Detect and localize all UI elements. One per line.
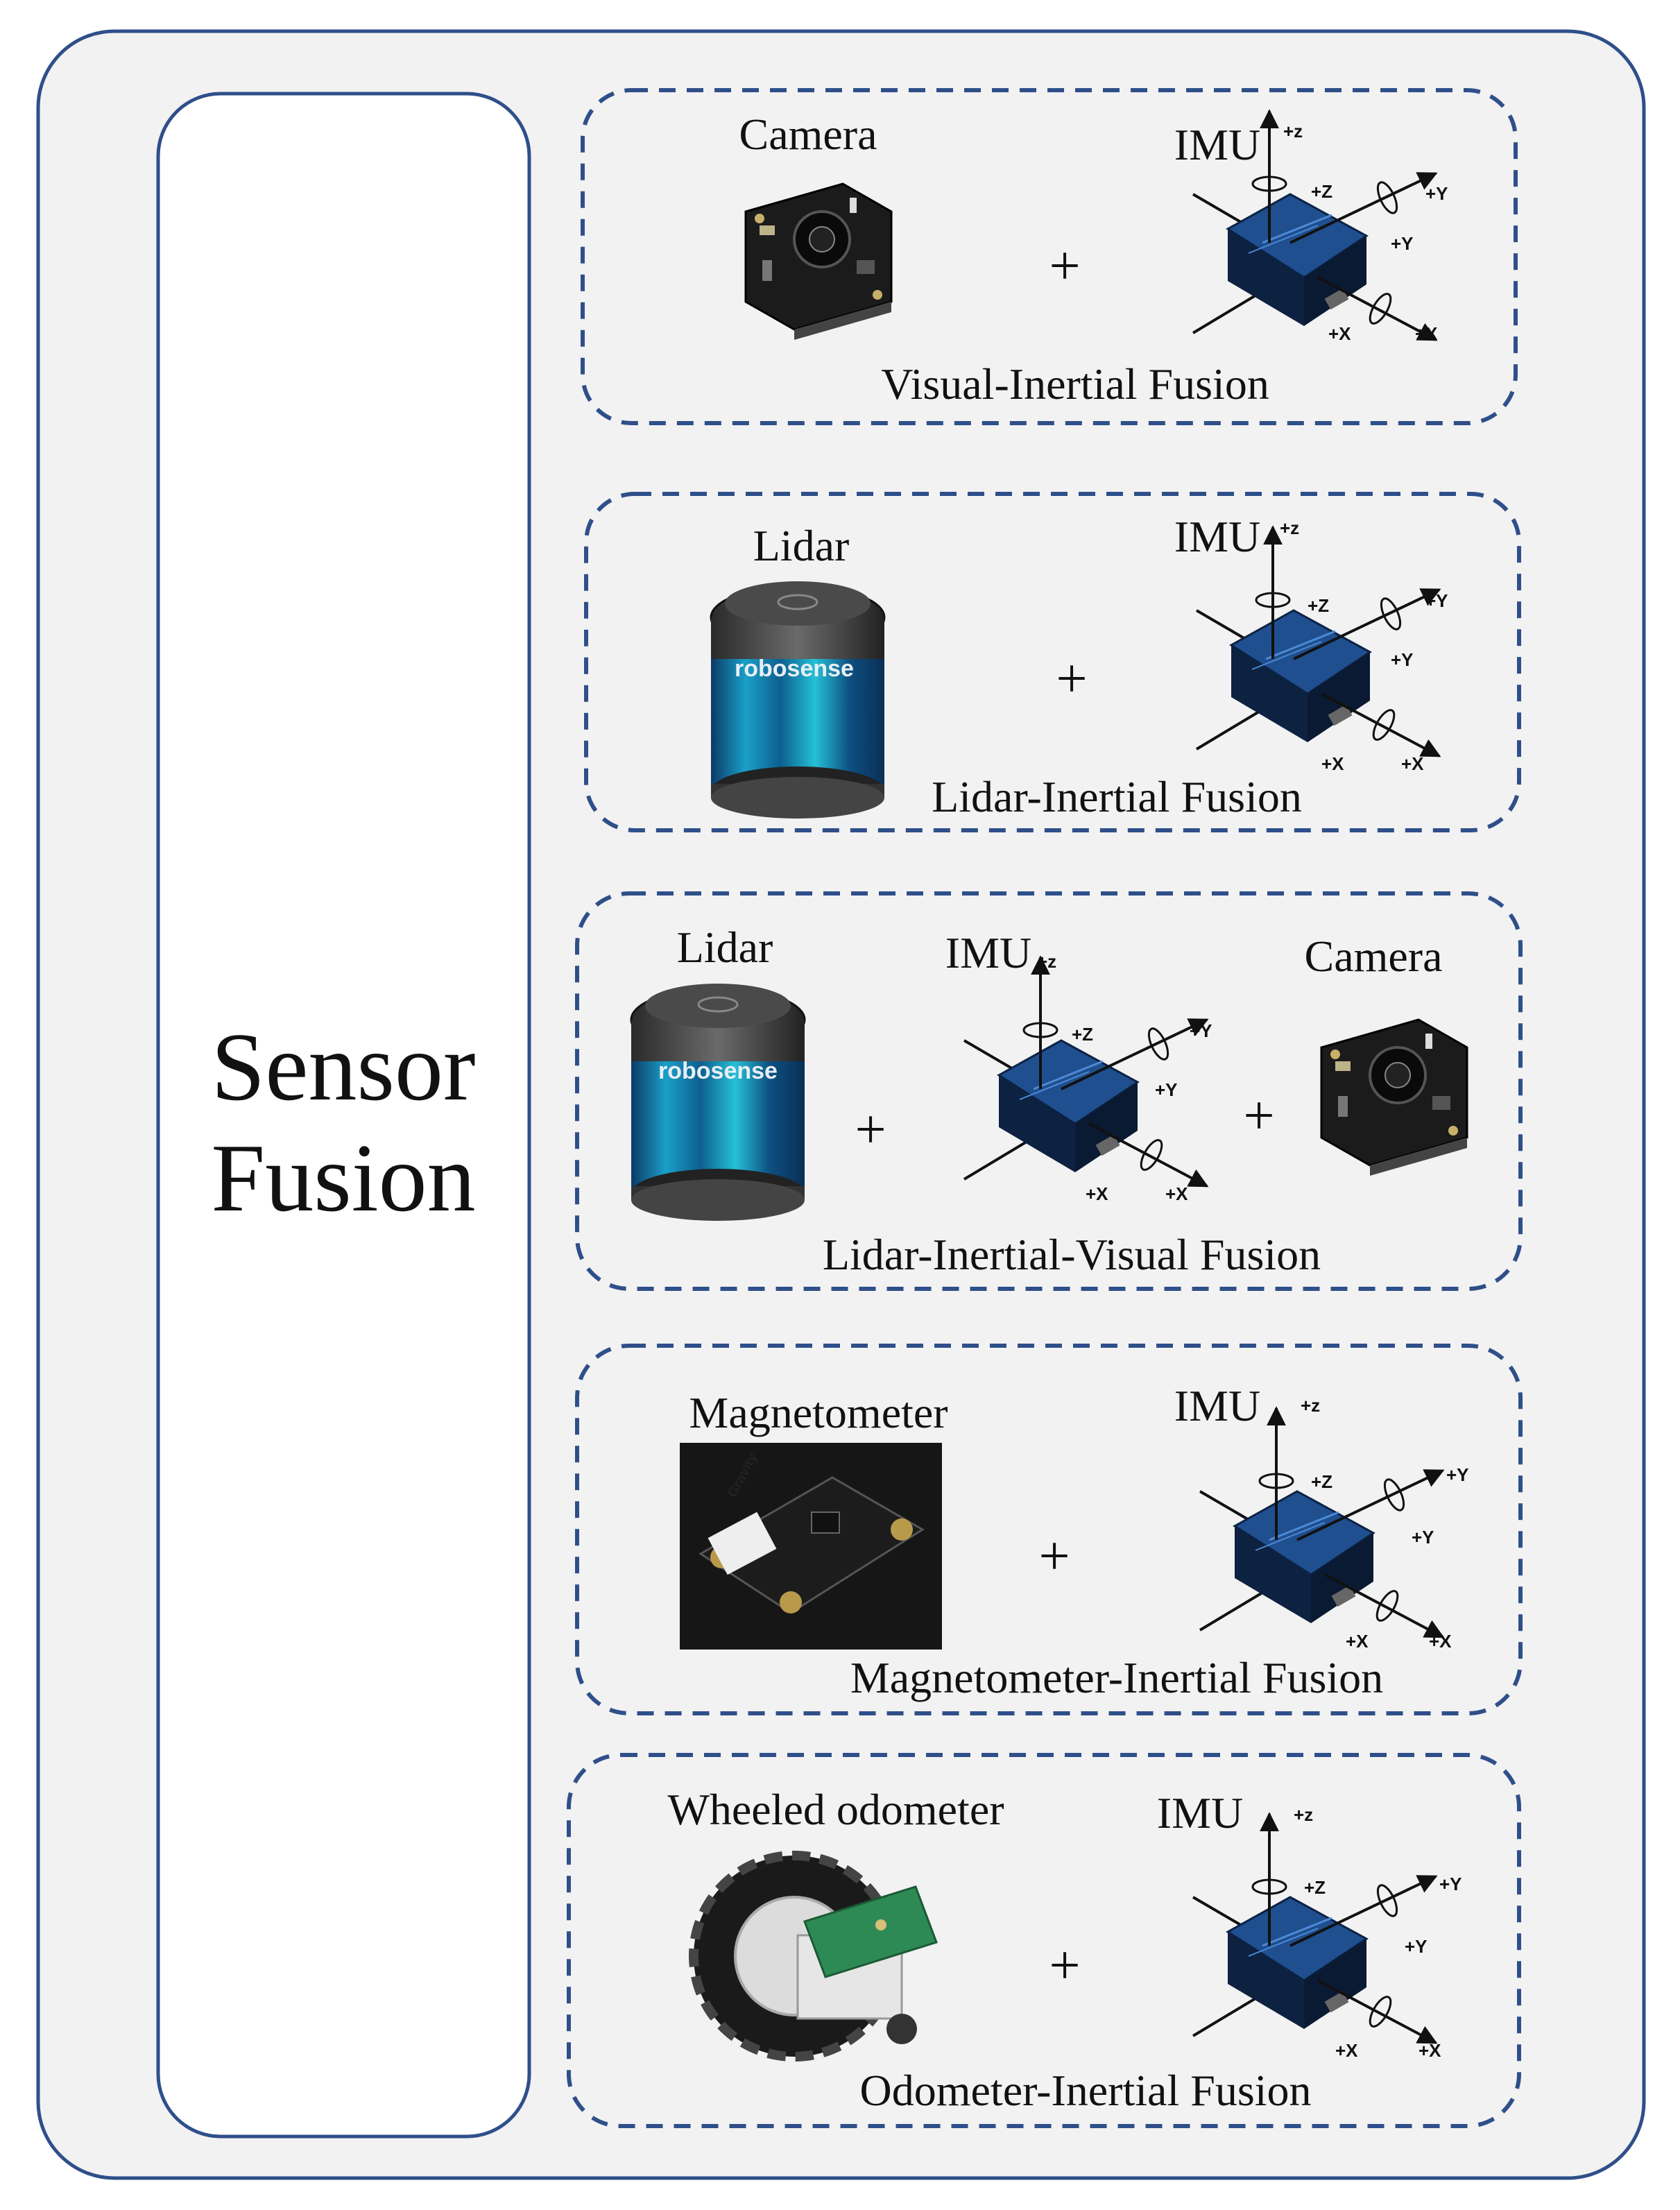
svg-text:+Y: +Y [1425,183,1448,204]
fusion-label: Lidar-Inertial-Visual Fusion [823,1230,1321,1279]
svg-text:+Y: +Y [1155,1079,1178,1100]
plus-sign: + [1049,236,1080,297]
svg-text:+X: +X [1415,323,1438,344]
lidar-icon [630,982,806,1222]
svg-text:+Z: +Z [1311,1471,1332,1492]
svg-text:+X: +X [1418,2040,1441,2061]
imu-label: IMU [1157,1788,1243,1838]
svg-text:+: + [1038,1526,1070,1587]
imu-label: IMU [945,928,1031,977]
wheeled-odometer-icon [689,1851,938,2062]
svg-text:+Y: +Y [1412,1527,1434,1548]
lidar-label: Lidar [753,521,850,570]
svg-text:+X: +X [1165,1183,1188,1204]
svg-text:+Y: +Y [1391,649,1414,670]
panel-magnetometer-inertial: Magnetometer Gravity + IMU +z +Z +Y +Y +… [575,1344,1523,1715]
panel-lidar-inertial: Lidar robosense + IMU +z +Z +Y +Y +X +X … [584,492,1521,832]
svg-text:+Z: +Z [1308,595,1329,616]
svg-text:+: + [855,1099,886,1160]
imu-label: IMU [1174,1381,1260,1430]
svg-text:+X: +X [1346,1631,1369,1652]
camera-label: Camera [1305,932,1443,981]
svg-text:+: + [1243,1086,1274,1147]
lidar-brand: robosense [735,656,854,682]
fusion-label: Odometer-Inertial Fusion [860,2066,1312,2115]
lidar-label: Lidar [677,923,773,972]
svg-text:+Y: +Y [1405,1936,1428,1957]
fusion-label: Magnetometer-Inertial Fusion [850,1653,1383,1702]
svg-text:+Y: +Y [1439,1874,1462,1894]
svg-text:+X: +X [1335,2040,1358,2061]
magnetometer-icon: Gravity [680,1443,942,1650]
svg-text:+z: +z [1294,1804,1313,1825]
panel-visual-inertial: Camera + IMU +z +Z +Y +Y +X +X Visual-In… [581,88,1518,425]
panel-odometer-inertial: Wheeled odometer + IMU +z +Z +Y +Y +X +X… [567,1753,1521,2128]
svg-text:+Y: +Y [1446,1464,1469,1485]
lidar-icon [710,580,886,820]
svg-text:+Y: +Y [1190,1020,1212,1041]
title-line-2: Fusion [211,1124,475,1232]
fusion-label: Visual-Inertial Fusion [881,359,1269,409]
svg-text:+X: +X [1328,323,1351,344]
svg-text:+: + [1056,649,1087,710]
svg-text:+Z: +Z [1072,1024,1093,1045]
svg-text:+X: +X [1321,753,1344,774]
title-line-1: Sensor [211,1013,475,1121]
svg-text:+Z: +Z [1304,1877,1326,1898]
svg-text:+Y: +Y [1425,590,1448,611]
svg-text:+z: +z [1283,121,1303,142]
svg-text:+z: +z [1037,951,1056,972]
camera-label: Camera [739,110,877,159]
svg-text:+z: +z [1280,517,1299,538]
svg-text:+: + [1049,1935,1080,1996]
fusion-label: Lidar-Inertial Fusion [932,772,1302,821]
svg-text:+Y: +Y [1391,233,1414,254]
panel-lidar-inertial-visual: Lidar robosense + IMU +z +Z +Y +Y +X +X … [575,891,1523,1291]
magnetometer-label: Magnetometer [689,1388,948,1437]
svg-text:+z: +z [1301,1395,1320,1416]
title-box [156,92,531,2139]
imu-label: IMU [1174,512,1260,561]
svg-text:+X: +X [1429,1631,1452,1652]
lidar-brand: robosense [658,1058,778,1084]
svg-text:+Z: +Z [1311,181,1332,202]
wheeled-odometer-label: Wheeled odometer [667,1785,1004,1834]
svg-text:+X: +X [1401,753,1424,774]
imu-label: IMU [1174,120,1260,169]
svg-text:+X: +X [1086,1183,1108,1204]
